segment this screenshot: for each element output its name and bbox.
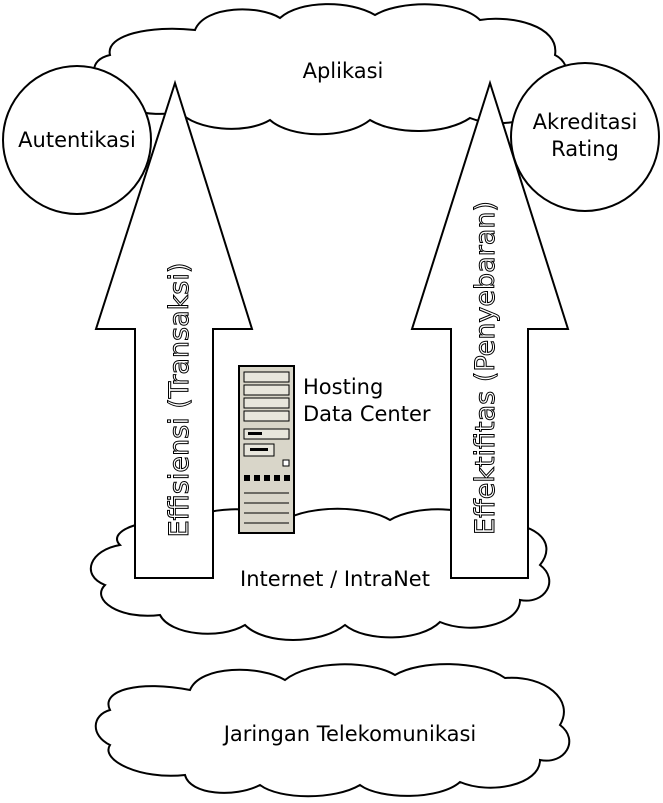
arrow-effisiensi	[94, 79, 254, 579]
circle-akreditasi	[510, 62, 660, 212]
hosting-label: Hosting	[303, 375, 383, 399]
arrow-effektifitas	[410, 79, 570, 579]
cloud-jaringan	[94, 663, 571, 798]
akreditasi-label: Akreditasi	[533, 110, 638, 134]
aplikasi-label: Aplikasi	[303, 59, 384, 83]
rating-label: Rating	[551, 137, 619, 161]
data-center-label: Data Center	[303, 402, 431, 426]
autentikasi-label: Autentikasi	[18, 128, 136, 152]
internet-label: Internet / IntraNet	[240, 567, 430, 591]
circle-autentikasi	[2, 65, 152, 215]
effisiensi-label: Effisiensi (Transaksi)	[164, 263, 195, 538]
jaringan-label: Jaringan Telekomunikasi	[222, 722, 477, 746]
server-tower-icon	[238, 365, 295, 534]
effektifitas-label: Effektifitas (Penyebaran)	[470, 201, 501, 535]
